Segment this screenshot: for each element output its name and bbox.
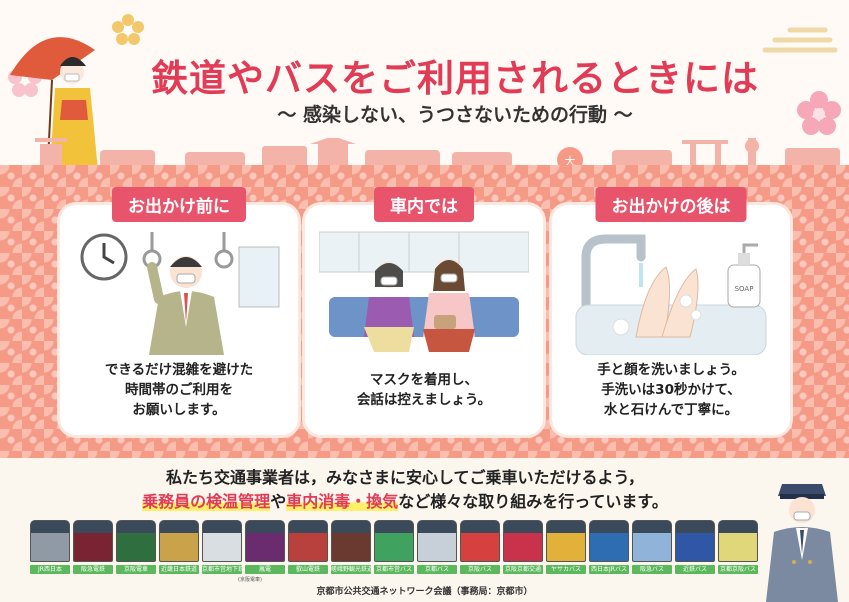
operator-vehicle: 阪急バス xyxy=(632,520,672,574)
operator-label: 阪急バス xyxy=(632,565,672,574)
operator-vehicle: 近畿日本鉄道 xyxy=(159,520,199,574)
operator-label: 京都市営地下鉄 xyxy=(202,565,242,574)
footer-organization: 京都市公共交通ネットワーク会議（事務局：京都市） xyxy=(316,587,533,597)
page-title: 鉄道やバスをご利用されるときには xyxy=(151,57,759,100)
flower-icon xyxy=(112,14,144,45)
operator-label: ヤサカバス xyxy=(546,565,586,574)
operator-label: 嵐電 xyxy=(245,565,285,574)
commuter-illustration xyxy=(80,232,280,355)
handwashing-illustration: SOAP xyxy=(575,234,767,355)
operator-vehicle: 叡山電鉄 xyxy=(288,520,328,574)
vehicle-image xyxy=(73,520,113,562)
operator-vehicle: 嵯峨野観光鉄道 xyxy=(331,520,371,574)
operator-vehicle: 京都京阪バス xyxy=(718,520,758,574)
vehicle-image xyxy=(417,520,457,562)
emblem-text: 大 xyxy=(565,154,576,168)
vehicle-image xyxy=(546,520,586,562)
vehicle-image xyxy=(159,520,199,562)
card-text: 手と顔を洗いましょう。 手洗いは30秒かけて、 水と石けんで丁寧に。 xyxy=(597,362,745,418)
operator-vehicle: 京都バス xyxy=(417,520,457,574)
operator-vehicle: 京阪バス xyxy=(460,520,500,574)
operator-vehicle: 阪急電鉄 xyxy=(73,520,113,574)
operator-label: 京都京阪バス xyxy=(718,565,758,574)
card-inside-vehicle: 車内では マスクを着用し、 会話は控えましょう。 xyxy=(305,187,543,435)
operator-label: 京阪電車 xyxy=(116,565,156,574)
vehicle-image xyxy=(245,520,285,562)
operator-label: 京阪バス xyxy=(460,565,500,574)
operator-label: 叡山電鉄 xyxy=(288,565,328,574)
operator-vehicle: 嵐電 xyxy=(245,520,285,574)
operator-vehicle: ヤサカバス xyxy=(546,520,586,574)
card-text: マスクを着用し、 会話は控えましょう。 xyxy=(356,372,492,408)
vehicle-image xyxy=(288,520,328,562)
vehicle-image xyxy=(589,520,629,562)
card-after-going-out: お出かけの後は SOAP 手と顔を洗いましょう。 手洗いは30秒かけて、 水と石… xyxy=(552,187,790,435)
operator-label: 西日本JRバス xyxy=(589,565,629,574)
vehicle-image xyxy=(675,520,715,562)
vehicle-image xyxy=(331,520,371,562)
vehicle-image xyxy=(460,520,500,562)
cherry-blossom-icon xyxy=(797,91,841,135)
operator-label: 阪急電鉄 xyxy=(73,565,113,574)
operator-label: 京都市営バス xyxy=(374,565,414,574)
operator-label: 嵯峨野観光鉄道 xyxy=(331,565,371,574)
operator-label: 京都バス xyxy=(417,565,457,574)
cloud-icon xyxy=(762,27,838,53)
vehicle-image xyxy=(374,520,414,562)
operators-statement: 私たち交通事業者は，みなさまに安心してご乗車いただけるよう， 乗務員の検温管理や… xyxy=(142,468,668,511)
vehicle-image xyxy=(632,520,672,562)
vehicle-image xyxy=(30,520,70,562)
vehicle-image xyxy=(503,520,543,562)
operator-vehicle-row: (京阪電車) JR西日本阪急電鉄京阪電車近畿日本鉄道京都市営地下鉄嵐電叡山電鉄嵯… xyxy=(30,520,760,583)
operator-vehicle: 京都市営バス xyxy=(374,520,414,574)
operator-note: (京阪電車) xyxy=(238,577,262,583)
passengers-illustration xyxy=(319,231,529,352)
soap-label: SOAP xyxy=(735,285,754,293)
operator-vehicle: JR西日本 xyxy=(30,520,70,574)
operator-label: 京阪京都交通 xyxy=(503,565,543,574)
operator-label: 近鉄バス xyxy=(675,565,715,574)
vehicle-image xyxy=(718,520,758,562)
card-tag: 車内では xyxy=(374,187,474,222)
highlight-disinfection: 車内消毒・換気 xyxy=(286,492,399,511)
operator-label: JR西日本 xyxy=(30,565,70,574)
card-tag: お出かけ前に xyxy=(112,187,246,222)
highlight-temperature-check: 乗務員の検温管理 xyxy=(142,492,271,511)
conductor-illustration xyxy=(766,484,838,602)
card-tag: お出かけの後は xyxy=(595,187,747,222)
operator-vehicle: 京阪電車 xyxy=(116,520,156,574)
page-subtitle: ～ 感染しない、うつさないための行動 ～ xyxy=(277,104,633,126)
card-text: できるだけ混雑を避けた 時間帯のご利用を お願いします。 xyxy=(104,362,254,418)
operator-label: 近畿日本鉄道 xyxy=(159,565,199,574)
operator-vehicle: 近鉄バス xyxy=(675,520,715,574)
operator-vehicle: 京阪京都交通 xyxy=(503,520,543,574)
vehicle-image xyxy=(116,520,156,562)
city-skyline: 大 xyxy=(35,138,840,170)
operator-vehicle: 京都市営地下鉄 xyxy=(202,520,242,574)
vehicle-image xyxy=(202,520,242,562)
card-before-going-out: お出かけ前に できるだけ混雑を避けた 時間帯のご利用を お願いします。 xyxy=(60,187,298,435)
operator-vehicle: 西日本JRバス xyxy=(589,520,629,574)
